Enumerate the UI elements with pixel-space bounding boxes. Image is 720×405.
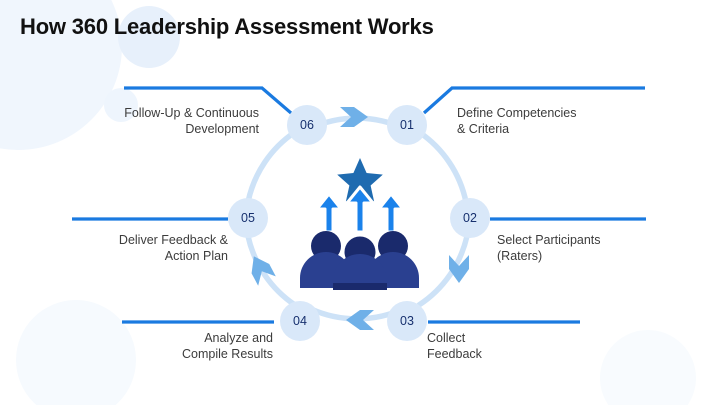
step-node-05[interactable] [228,198,268,238]
ring-arrow-left-icon [251,256,276,286]
step-node-02[interactable] [450,198,490,238]
step-label-04: Analyze and Compile Results [105,330,273,362]
connector-line-01 [422,86,645,115]
page-title: How 360 Leadership Assessment Works [20,14,434,39]
step-label-04-line2: Compile Results [181,347,273,361]
star-icon [337,158,383,202]
step-node-01[interactable] [387,105,427,145]
step-label-02-line1: Select Participants [497,233,601,247]
step-node-06[interactable] [287,105,327,145]
step-label-05: Deliver Feedback & Action Plan [60,232,228,264]
step-label-03-line1: Collect [427,331,466,345]
step-label-05-line1: Deliver Feedback & [118,233,228,247]
step-label-06-line1: Follow-Up & Continuous [124,106,259,120]
people-base-bar [333,283,387,290]
step-label-01-line1: Define Competencies [457,106,577,120]
people-group-icon [300,231,419,290]
connector-line-06 [124,86,293,115]
growth-arrows-icon [315,185,405,234]
ring-arrow-bottom-icon [346,310,374,330]
step-node-03[interactable] [387,301,427,341]
step-node-04[interactable] [280,301,320,341]
step-label-05-line2: Action Plan [164,249,228,263]
step-label-02-line2: (Raters) [497,249,543,263]
center-illustration [300,158,419,290]
step-label-04-line1: Analyze and [204,331,273,345]
step-label-03: Collect Feedback [427,330,617,362]
step-label-03-line2: Feedback [427,347,482,361]
step-label-01-line2: & Criteria [457,122,510,136]
step-label-02: Select Participants (Raters) [497,232,687,264]
step-label-01: Define Competencies & Criteria [457,105,647,137]
ring-arrow-right-icon [449,255,469,283]
step-label-06-line2: Development [185,122,259,136]
step-label-06: Follow-Up & Continuous Development [75,105,259,137]
ring-arrow-top-icon [340,107,368,127]
